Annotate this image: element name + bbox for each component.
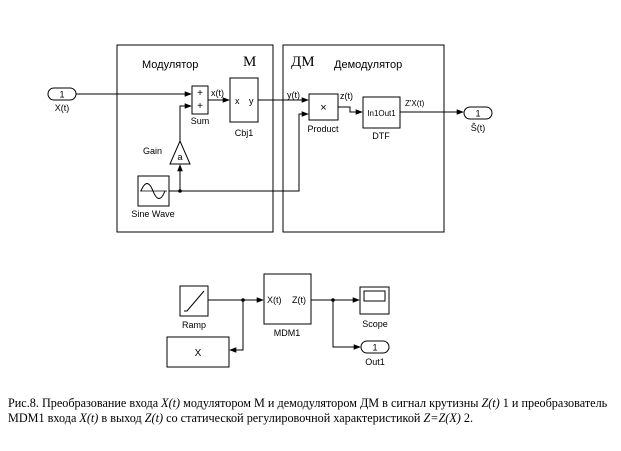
outport-1b-label: Out1 — [365, 357, 385, 367]
junction-dot-2 — [241, 298, 245, 302]
product-block[interactable]: × Product — [307, 93, 339, 134]
dtf-label: DTF — [372, 131, 390, 141]
signal-z-label: z(t) — [340, 91, 353, 101]
product-label: Product — [307, 124, 339, 134]
gain-value: a — [177, 152, 182, 162]
cbj1-output-port: y — [249, 96, 254, 106]
junction-dot-1 — [178, 189, 182, 193]
mdm1-label: MDM1 — [274, 328, 301, 338]
demodulator-letter: ДМ — [291, 54, 315, 70]
signal-zx-label: Z'X(t) — [405, 99, 425, 108]
demodulator-subsystem: ДМ Демодулятор — [282, 44, 445, 233]
mdm1-input-port: X(t) — [267, 295, 282, 305]
demodulator-title: Демодулятор — [334, 59, 402, 71]
dtf-block[interactable]: In1Out1 DTF — [362, 96, 401, 141]
inport-1-block[interactable]: 1 X(t) — [47, 87, 77, 113]
ramp-label: Ramp — [182, 320, 206, 330]
modulator-letter: М — [243, 54, 256, 70]
sum-label: Sum — [191, 116, 210, 126]
x-block[interactable]: X — [166, 336, 230, 368]
ramp-block[interactable]: Ramp — [179, 285, 209, 330]
dtf-ports: In1Out1 — [367, 109, 396, 118]
sum-output-label: x(t) — [211, 88, 224, 98]
mdm1-block[interactable]: X(t) Z(t) MDM1 — [263, 273, 312, 338]
gain-block[interactable]: a Gain — [143, 139, 191, 165]
modulator-subsystem: Модулятор М — [116, 44, 274, 233]
signal-y-label: y(t) — [287, 90, 300, 100]
gain-label: Gain — [143, 146, 162, 156]
outport-1-number: 1 — [475, 109, 480, 119]
scope-block[interactable]: Scope — [359, 286, 390, 329]
scope-label: Scope — [362, 319, 388, 329]
figure-caption: Рис.8. Преобразование входа X(t) модулят… — [8, 396, 608, 425]
sum-plus-2: + — [197, 101, 203, 112]
wires-bottom — [208, 297, 361, 353]
outport-1b-number: 1 — [372, 343, 377, 353]
cbj1-input-port: x — [235, 96, 240, 106]
wires-top — [76, 91, 464, 192]
cbj1-label: Cbj1 — [235, 128, 254, 138]
outport-1b-block[interactable]: 1 Out1 — [360, 340, 390, 367]
mdm1-output-port: Z(t) — [292, 295, 306, 305]
outport-1-block[interactable]: 1 Ŝ(t) — [463, 106, 493, 133]
inport-1-label: X(t) — [55, 103, 70, 113]
sum-plus-1: + — [197, 88, 203, 99]
product-symbol: × — [320, 102, 326, 114]
modulator-title: Модулятор — [142, 59, 198, 71]
sine-wave-block[interactable]: Sine Wave — [131, 175, 175, 219]
sum-block[interactable]: + + Sum x(t) — [191, 85, 224, 126]
x-block-text: X — [195, 348, 202, 359]
junction-dot-3 — [331, 298, 335, 302]
outport-1-label: Ŝ(t) — [471, 123, 486, 133]
sine-wave-label: Sine Wave — [131, 209, 174, 219]
cbj1-block[interactable]: x y Cbj1 — [229, 77, 259, 138]
inport-1-number: 1 — [59, 90, 64, 100]
